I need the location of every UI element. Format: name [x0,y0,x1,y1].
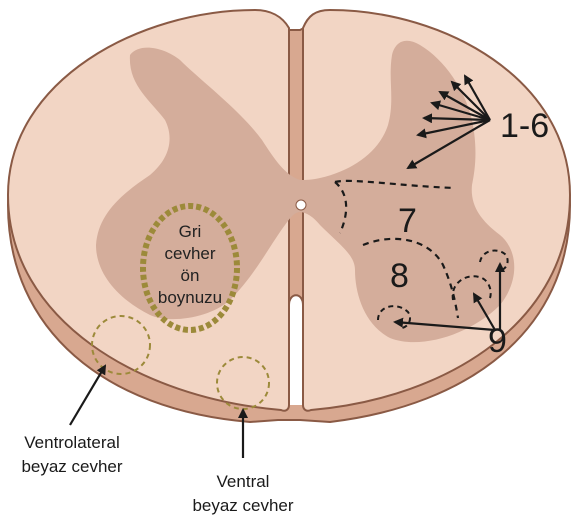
ventrolateral-arrow [70,366,105,425]
svg-text:ön: ön [181,266,200,285]
svg-text:Ventral: Ventral [217,472,270,491]
label-lamina-7: 7 [398,202,417,240]
label-laminae-1-6: 1-6 [500,107,549,145]
ventrolateral-white-label: Ventrolateral beyaz cevher [21,433,122,476]
ventral-white-label: Ventral beyaz cevher [192,472,293,515]
anterior-median-fissure [289,295,303,405]
svg-text:cevher: cevher [164,244,215,263]
label-lamina-8: 8 [390,257,409,295]
svg-text:Gri: Gri [179,222,202,241]
svg-text:beyaz cevher: beyaz cevher [21,457,122,476]
svg-text:boynuzu: boynuzu [158,288,222,307]
label-lamina-9: 9 [488,322,507,360]
svg-text:beyaz cevher: beyaz cevher [192,496,293,515]
svg-text:Ventrolateral: Ventrolateral [24,433,119,452]
central-canal [296,200,306,210]
